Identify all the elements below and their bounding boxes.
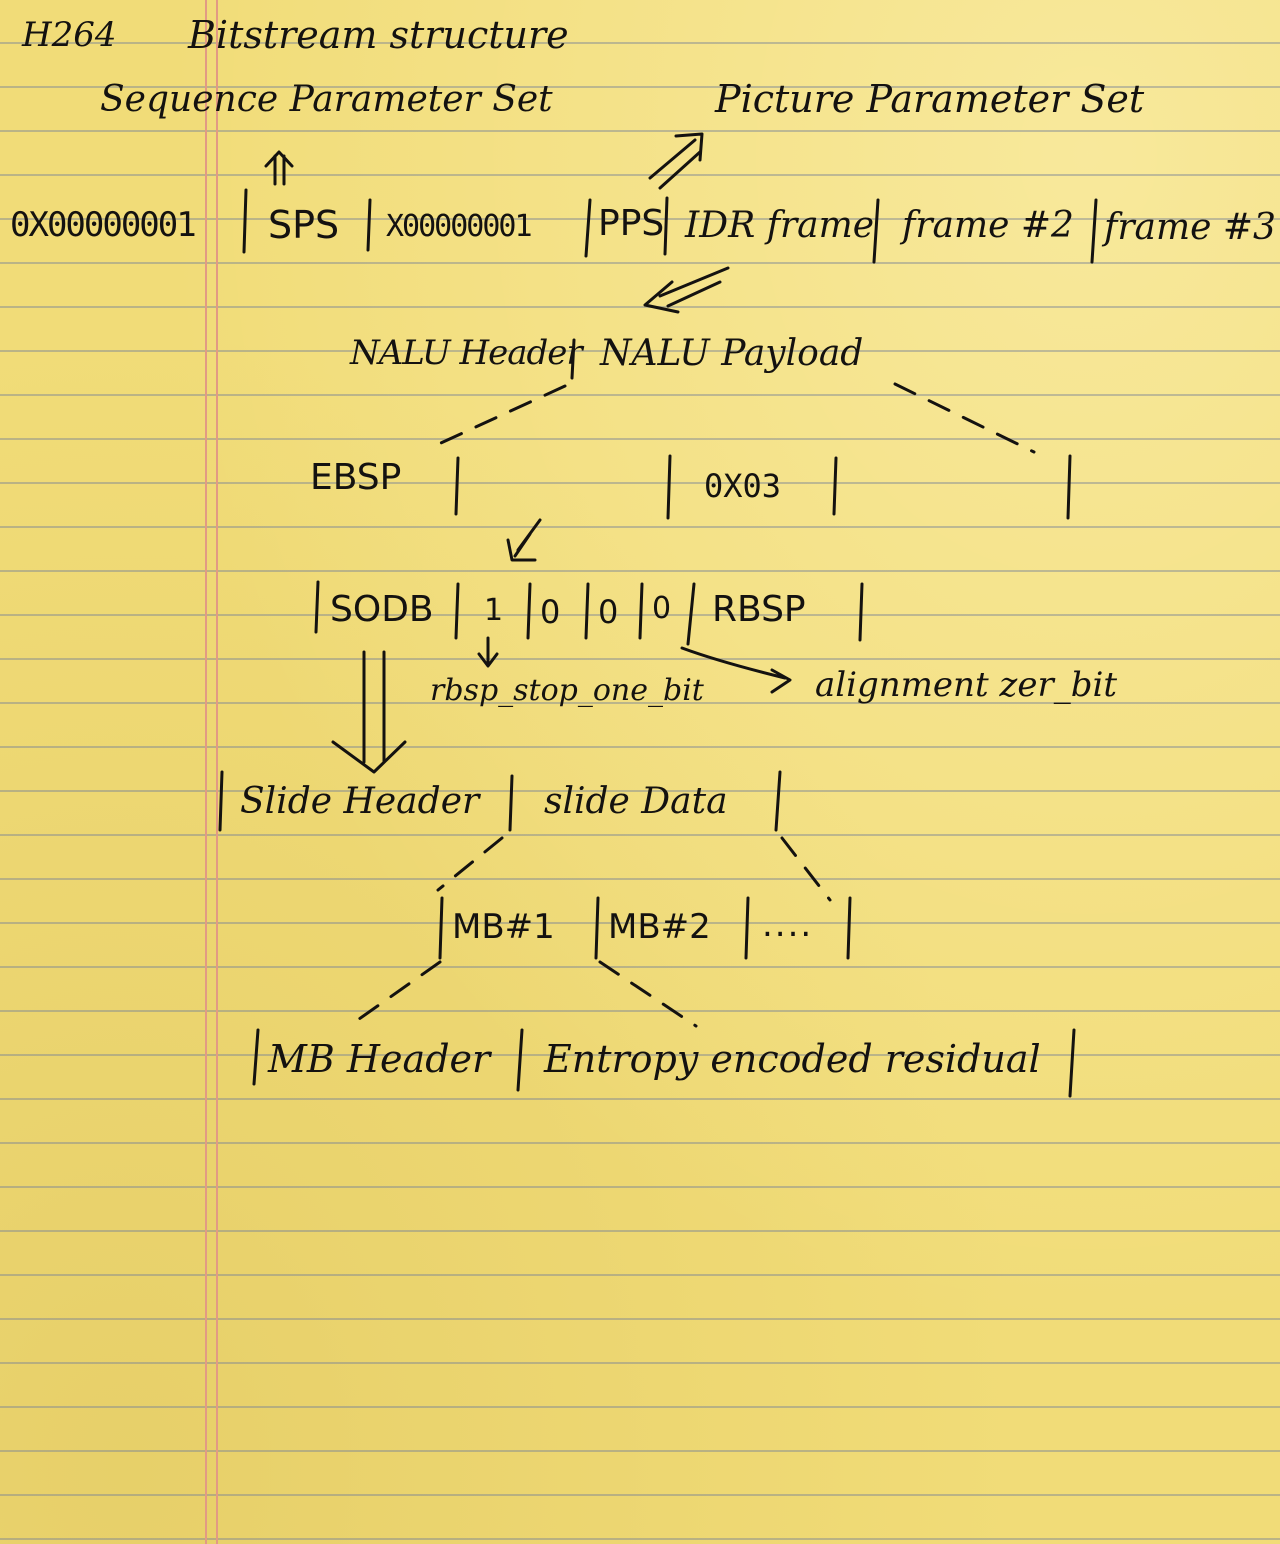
align-bit-value: 0 [598,593,619,631]
mb1-cell: MB#1 [452,907,555,947]
mb-more: .... [762,905,814,945]
dashed-connector [598,960,698,1028]
slice-data: slide Data [544,781,728,822]
separator [314,580,320,634]
separator [594,896,600,960]
separator [638,582,644,640]
sps-cell: SPS [268,203,340,247]
slice-down-arrow [331,650,407,774]
separator [858,582,864,642]
dashed-connector [893,382,1036,454]
title-h264: H264 [22,15,117,55]
margin-line [216,0,218,1544]
separator [570,338,576,380]
separator [508,774,514,832]
separator [1068,1028,1076,1098]
stop-bit-arrow [477,636,499,668]
mb-header: MB Header [268,1037,491,1081]
dashed-connector [350,960,442,1026]
frame2-cell: frame #2 [902,205,1074,246]
start-code-2: X00000001 [386,209,533,244]
emulation-prevention-byte: 0X03 [704,467,782,505]
separator [663,196,669,256]
mb2-cell: MB#2 [608,907,711,947]
stop-bit-annotation: rbsp_stop_one_bit [430,673,704,708]
rbsp-down-arrow [506,518,542,562]
dashed-connector [780,836,832,902]
page-title: Bitstream structure [188,13,569,57]
margin-line [205,0,207,1544]
rbsp-label: RBSP [712,589,806,630]
separator [1090,198,1098,264]
pps-up-arrow [648,132,704,190]
slice-header: Slide Header [240,781,480,822]
separator [832,456,838,516]
separator [454,582,460,640]
pps-cell: PPS [598,203,665,244]
separator [516,1028,524,1092]
alignment-arrow [680,646,792,694]
nalu-header: NALU Header [350,333,583,373]
nalu-down-arrow [643,266,730,314]
pps-full-label: Picture Parameter Set [715,77,1145,121]
frame3-cell: frame #3 [1104,207,1276,248]
separator [584,198,592,258]
separator [252,1028,260,1086]
separator [438,896,444,960]
separator [846,896,852,960]
separator [666,454,672,520]
dashed-connector [436,836,504,892]
separator [584,582,590,640]
separator [454,456,460,516]
idr-frame-cell: IDR frame [685,205,875,246]
align-bit-value: 0 [652,591,672,626]
sps-full-label: Sequence Parameter Set [100,79,553,120]
align-bit-value: 0 [540,593,561,631]
separator [774,770,782,832]
separator [366,198,372,252]
separator [218,770,224,832]
sps-up-arrow [264,150,294,186]
separator [744,896,750,960]
separator [242,188,248,254]
separator [1066,454,1072,520]
ebsp-label: EBSP [310,457,402,498]
separator [526,582,532,640]
start-code-1: 0X00000001 [10,205,197,245]
nalu-payload: NALU Payload [600,333,864,374]
separator [686,582,696,646]
stop-bit-value: 1 [484,593,504,628]
sodb-cell: SODB [330,589,434,630]
entropy-residual: Entropy encoded residual [544,1037,1041,1081]
alignment-annotation: alignment zer_bit [815,665,1117,705]
dashed-connector [428,384,567,450]
separator [872,198,880,264]
